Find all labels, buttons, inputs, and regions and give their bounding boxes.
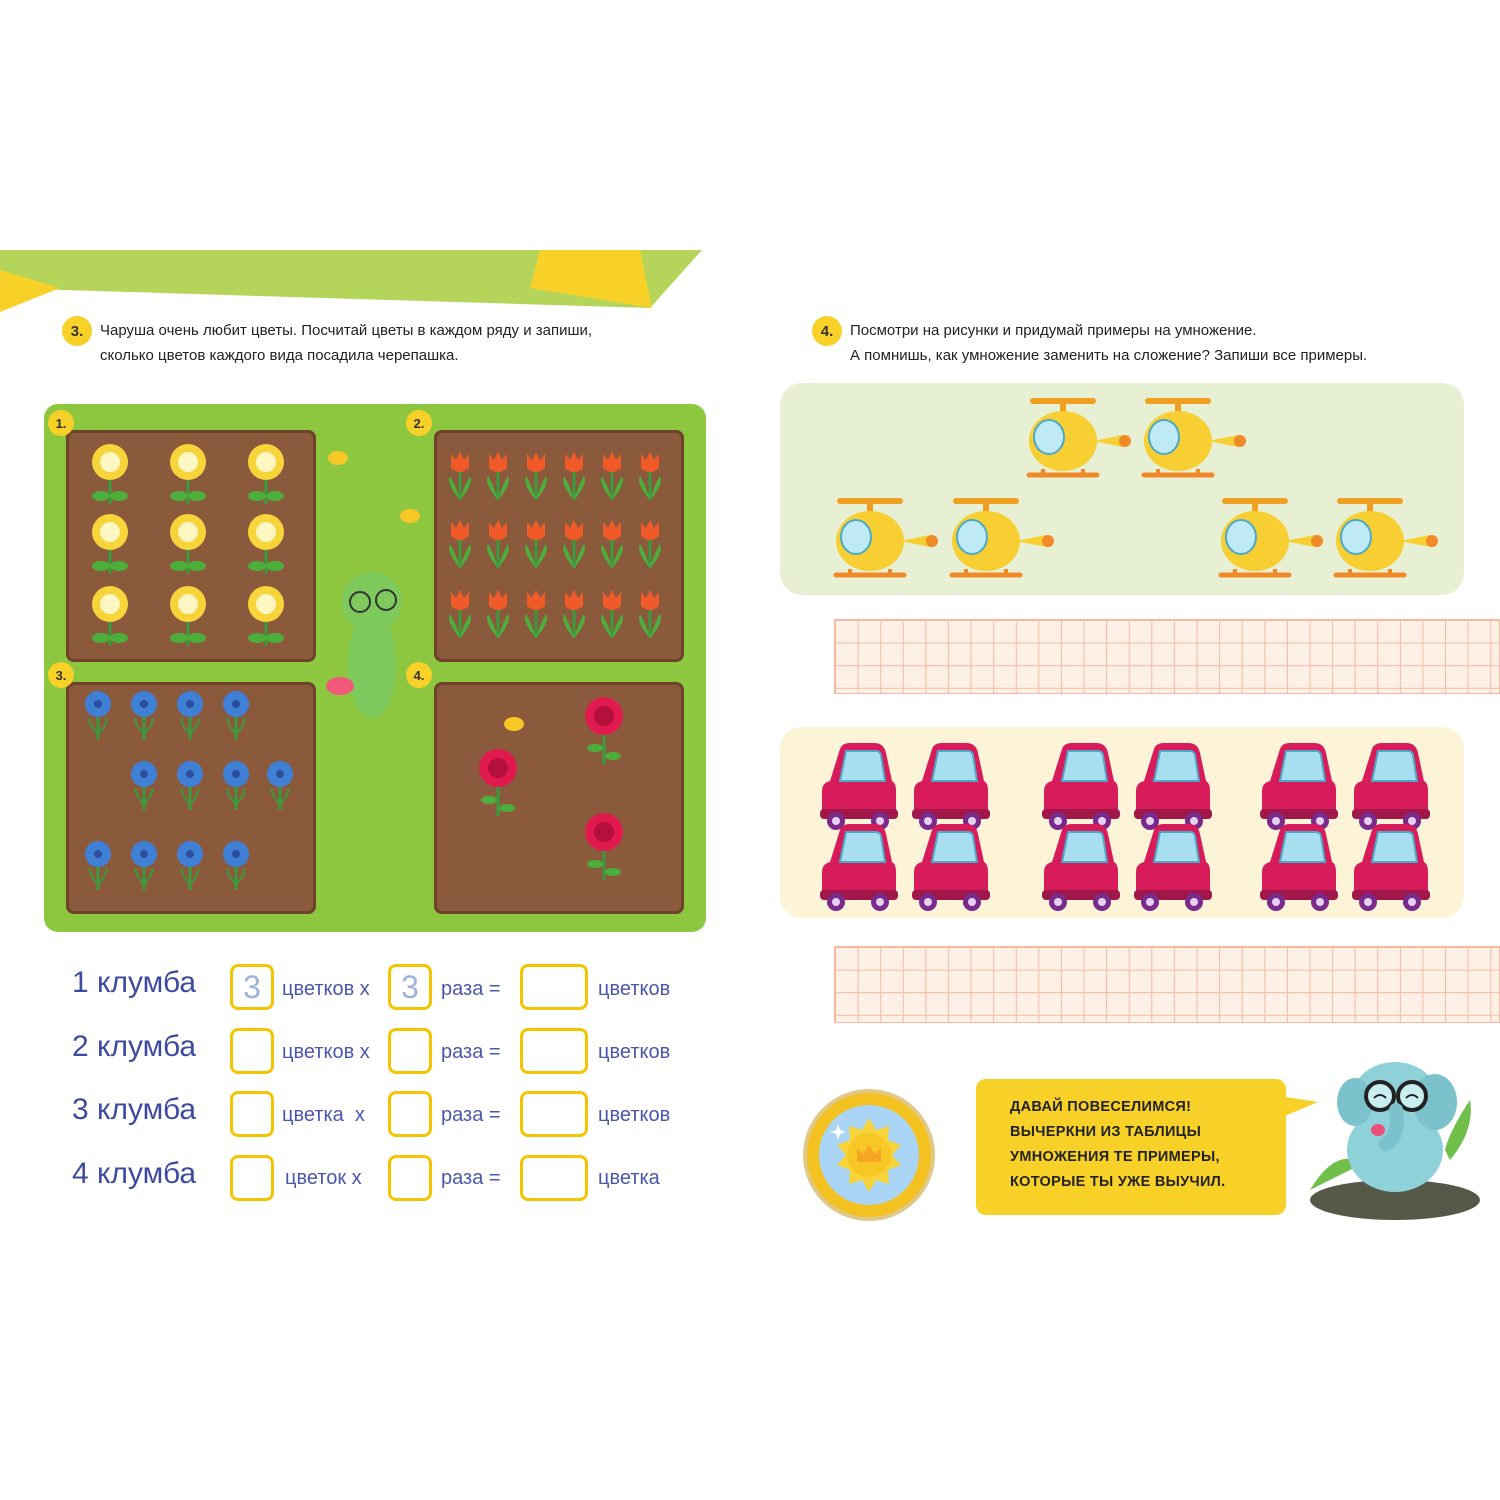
speech-bubble-text: ДАВАЙ ПОВЕСЕЛИМСЯ! ВЫЧЕРКНИ ИЗ ТАБЛИЦЫ У…: [1010, 1095, 1225, 1195]
bubble-line: ДАВАЙ ПОВЕСЕЛИМСЯ!: [1010, 1099, 1192, 1115]
answer-box[interactable]: [230, 1091, 274, 1137]
word-flowers: цветка: [598, 1167, 660, 1189]
word-flowers-times: цветка х: [282, 1104, 365, 1126]
result-box[interactable]: [520, 1028, 588, 1074]
task-3-instructions: Чаруша очень любит цветы. Посчитай цветы…: [100, 318, 592, 368]
result-box[interactable]: [520, 1091, 588, 1137]
word-times-equals: раза =: [441, 1041, 501, 1063]
word-flowers-times: цветков х: [282, 1041, 370, 1063]
task-4-line-1: Посмотри на рисунки и придумай примеры н…: [850, 322, 1257, 339]
speech-bubble-tail: [1280, 1096, 1318, 1118]
task-4-instructions: Посмотри на рисунки и придумай примеры н…: [850, 318, 1367, 368]
task-3-line-1: Чаруша очень любит цветы. Посчитай цветы…: [100, 322, 593, 339]
answer-box[interactable]: [230, 1028, 274, 1074]
bed-number-badge: 2.: [406, 410, 432, 436]
header-banner: [0, 250, 702, 312]
row-label: 4 клумба: [72, 1157, 197, 1190]
bed-number-badge: 3.: [48, 662, 74, 688]
answer-box[interactable]: [230, 1155, 274, 1201]
bubble-line: ВЫЧЕРКНИ ИЗ ТАБЛИЦЫ: [1010, 1124, 1202, 1140]
writing-grid[interactable]: [834, 619, 1500, 694]
bubble-line: УМНОЖЕНИЯ ТЕ ПРИМЕРЫ,: [1010, 1149, 1220, 1165]
word-times-equals: раза =: [441, 1104, 501, 1126]
row-label: 1 клумба: [72, 966, 197, 999]
task-3-line-2: сколько цветов каждого вида посадила чер…: [100, 347, 459, 364]
answer-box[interactable]: 3: [230, 964, 274, 1010]
task-number-badge: 4.: [812, 316, 842, 346]
sticker-medal-icon: [803, 1089, 935, 1221]
cars-illustration: [819, 742, 1431, 912]
row-label: 2 клумба: [72, 1030, 197, 1063]
word-flowers-times: цветков х: [282, 978, 370, 1000]
word-flowers: цветков: [598, 1041, 671, 1063]
word-times-equals: раза =: [441, 978, 501, 1000]
bed-number-badge: 4.: [406, 662, 432, 688]
word-times-equals: раза =: [441, 1167, 501, 1189]
answer-box[interactable]: 3: [388, 964, 432, 1010]
word-flowers: цветков: [598, 978, 671, 1000]
task-number-badge: 3.: [62, 316, 92, 346]
hint-digit: 3: [243, 969, 261, 1005]
speech-bubble: [976, 1079, 1286, 1215]
bubble-line: КОТОРЫЕ ТЫ УЖЕ ВЫУЧИЛ.: [1010, 1174, 1226, 1190]
garden-flowers: [83, 442, 663, 892]
row-label: 3 клумба: [72, 1093, 197, 1126]
word-flowers: цветков: [598, 1104, 671, 1126]
writing-grid[interactable]: [834, 946, 1500, 1023]
task-4-line-2: А помнишь, как умножение заменить на сло…: [850, 347, 1368, 364]
hint-digit: 3: [401, 969, 419, 1005]
result-box[interactable]: [520, 1155, 588, 1201]
word-flower-times: цветок х: [285, 1167, 362, 1189]
elephant-character-icon: [1310, 1062, 1480, 1220]
flower-bed-4: [434, 682, 684, 914]
garden-illustration: 1. 2. 3. 4.: [44, 404, 706, 932]
answer-box[interactable]: [388, 1091, 432, 1137]
answer-box[interactable]: [388, 1155, 432, 1201]
answer-box[interactable]: [388, 1028, 432, 1074]
bed-number-badge: 1.: [48, 410, 74, 436]
helicopters-illustration: [780, 383, 1464, 595]
result-box[interactable]: [520, 964, 588, 1010]
